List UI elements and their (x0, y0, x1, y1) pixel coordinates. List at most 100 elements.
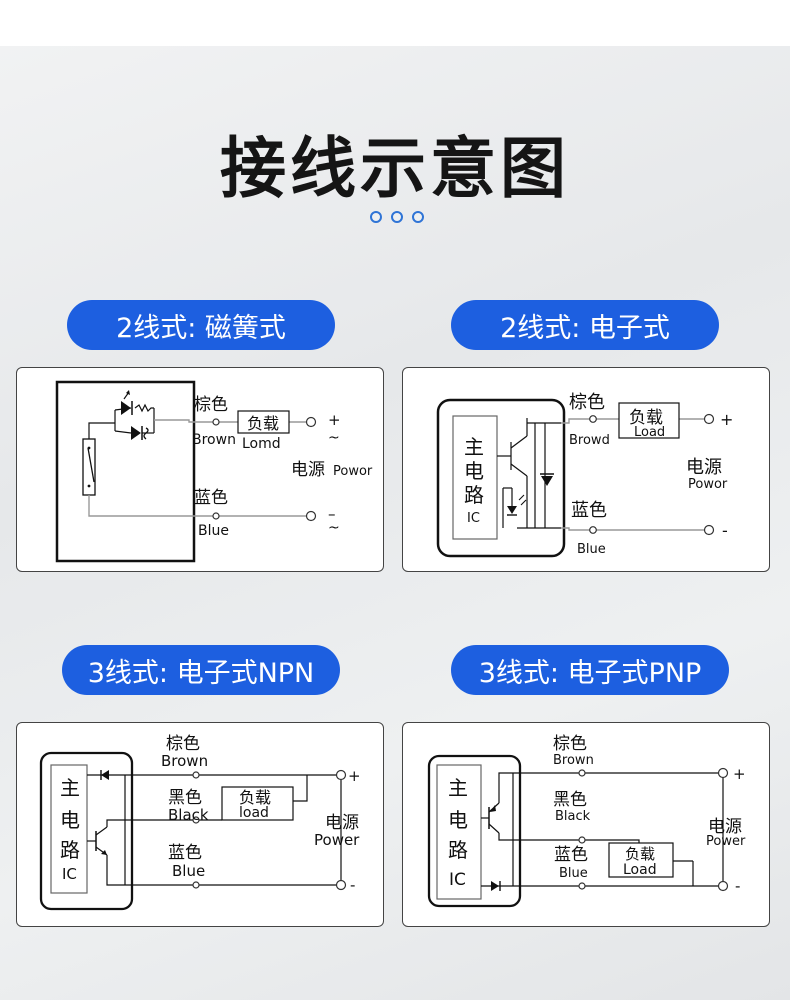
brown-wire-label-en: Brown (192, 432, 236, 448)
brown-wire-label: 棕色 (194, 395, 228, 415)
brown-wire-label-en: Browd (569, 433, 610, 448)
sensor-body (39, 751, 134, 911)
ic-label-char: 路 (60, 838, 80, 862)
load-label-en: Load (623, 862, 657, 878)
blue-wire-label: 蓝色 (194, 488, 228, 508)
blue-terminal (589, 526, 597, 534)
ic-label-char: 路 (464, 483, 484, 507)
black-wire-label-en: Black (168, 806, 209, 824)
power-plus-terminal (717, 767, 729, 779)
diagram-2wire-electronic: 主 电 路 IC (402, 367, 770, 572)
diagram-2wire-reed: 棕色 Brown 负载 Lomd 蓝色 Blue 电源 Powor + ~ – … (16, 367, 384, 572)
power-label-en: Powor (333, 464, 373, 479)
brown-wire-label: 棕色 (553, 734, 587, 754)
power-label-en: Power (314, 831, 360, 849)
brown-terminal (578, 769, 586, 777)
black-terminal (578, 836, 586, 844)
load-label: 负载 (239, 788, 271, 807)
brown-wire-label-en: Brown (161, 752, 208, 770)
load-box (237, 410, 290, 434)
load-box (618, 402, 680, 439)
brown-terminal (192, 771, 200, 779)
ic-label-char: 电 (464, 459, 484, 483)
minus-label: - (722, 521, 728, 540)
blue-wire-label: 蓝色 (571, 500, 607, 521)
ic-label-char: 主 (60, 776, 80, 800)
section-title-2wire-electronic: 2线式: 电子式 (451, 300, 719, 350)
blue-terminal (578, 882, 586, 890)
power-label: 电源 (686, 457, 722, 478)
page-title: 接线示意图 (220, 130, 570, 207)
plus-label: + (328, 411, 341, 429)
sensor-body (427, 754, 522, 908)
wiring-diagram-npn: 主 电 路 IC 负载 load 棕色 Bro (39, 734, 361, 911)
led-indicator-icon (114, 390, 155, 440)
section-title-3wire-pnp: 3线式: 电子式PNP (451, 645, 729, 695)
brown-terminal (589, 415, 597, 423)
section-title-2wire-reed: 2线式: 磁簧式 (67, 300, 335, 350)
power-label: 电源 (291, 460, 325, 480)
dot-icon (412, 211, 424, 223)
load-label: 负载 (629, 408, 663, 428)
power-minus-terminal (335, 879, 347, 891)
power-label: 电源 (325, 813, 359, 833)
load-label-en: load (239, 805, 269, 821)
minus-label: – (328, 505, 336, 523)
ic-block (452, 415, 498, 540)
title-dots-decoration (370, 211, 430, 225)
power-minus-terminal (703, 524, 715, 536)
power-label-en: Powor (688, 477, 728, 492)
blue-wire-label-en: Blue (198, 523, 229, 539)
brown-wire-label-en: Brown (553, 753, 594, 768)
plus-label: + (348, 767, 361, 785)
diagram-3wire-pnp: 主 电 路 IC 负载 Load 棕色 Bro (402, 722, 770, 927)
minus-label: - (735, 877, 740, 895)
black-wire-label: 黑色 (553, 790, 587, 810)
blue-wire-label-en: Blue (172, 862, 205, 880)
power-plus-terminal (305, 416, 317, 428)
brown-terminal (212, 418, 220, 426)
load-label: 负载 (625, 845, 655, 863)
diagram-3wire-npn: 主 电 路 IC 负载 load 棕色 Bro (16, 722, 384, 927)
dot-icon (370, 211, 382, 223)
sensor-body (55, 380, 196, 563)
plus-label: + (720, 410, 733, 429)
black-wire-label-en: Black (555, 809, 591, 824)
power-minus-terminal (305, 510, 317, 522)
brown-wire-label: 棕色 (569, 392, 605, 413)
brown-wire-label: 棕色 (166, 734, 200, 754)
transistor-circuit-icon (497, 418, 561, 529)
ic-label-en: IC (467, 511, 480, 526)
top-white-band (0, 0, 790, 46)
ac-label: ~ (328, 520, 340, 536)
blue-wire-label: 蓝色 (554, 845, 588, 865)
power-minus-terminal (717, 880, 729, 892)
ic-label-char: 电 (448, 808, 468, 832)
power-label-en: Power (706, 834, 746, 849)
pnp-transistor-icon (481, 802, 500, 834)
dot-icon (391, 211, 403, 223)
load-box (221, 786, 294, 821)
black-terminal (192, 816, 200, 824)
section-title-3wire-npn: 3线式: 电子式NPN (62, 645, 340, 695)
blue-terminal (192, 881, 200, 889)
npn-transistor-icon (87, 826, 108, 856)
ac-label: ~ (328, 430, 340, 446)
power-plus-terminal (703, 413, 715, 425)
ic-label-char: 主 (464, 435, 484, 459)
ic-label-char: 路 (448, 838, 468, 862)
load-label: 负载 (247, 414, 279, 433)
wiring-diagram-pnp: 主 电 路 IC 负载 Load 棕色 Bro (427, 734, 746, 908)
ic-label-char: 主 (448, 776, 468, 800)
wiring-diagram-2wire: 主 电 路 IC (436, 392, 733, 558)
sensor-body (436, 398, 566, 558)
ic-block (50, 764, 88, 894)
power-plus-terminal (335, 769, 347, 781)
blue-wire-label: 蓝色 (168, 843, 202, 863)
ic-label-char: 电 (60, 808, 80, 832)
ic-label-en: IC (449, 870, 466, 890)
load-box (608, 842, 674, 878)
load-label-en: Load (634, 425, 665, 440)
black-wire-label: 黑色 (168, 788, 202, 808)
wiring-diagram-reed: 棕色 Brown 负载 Lomd 蓝色 Blue 电源 Powor + ~ – … (55, 380, 373, 563)
